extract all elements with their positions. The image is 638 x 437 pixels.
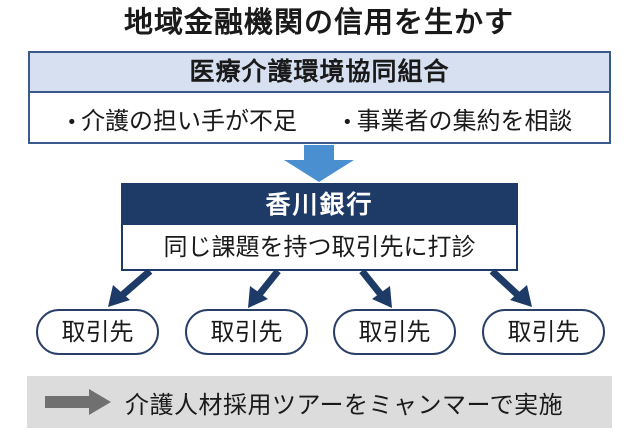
- issue-item: •介護の担い手が不足: [66, 101, 297, 136]
- client-arrows: [108, 268, 532, 308]
- down-arrow-icon: [284, 145, 354, 182]
- arrow-to-client-3: [359, 268, 385, 299]
- client-node-1: 取引先: [36, 309, 159, 355]
- cooperative-name: 医療介護環境協同組合: [30, 53, 609, 93]
- client-node-2: 取引先: [185, 309, 308, 355]
- arrowhead-icon: [108, 285, 130, 307]
- client-node-3: 取引先: [333, 309, 456, 355]
- arrowhead-icon: [372, 286, 392, 308]
- arrow-to-client-1: [117, 268, 153, 300]
- bank-box: 香川銀行 同じ課題を持つ取引先に打診: [121, 183, 518, 271]
- bullet-icon: •: [66, 111, 78, 133]
- issue-text: 事業者の集約を相談: [356, 107, 573, 135]
- client-node-4: 取引先: [482, 309, 605, 355]
- cooperative-box: 医療介護環境協同組合 •介護の担い手が不足 •事業者の集約を相談: [28, 51, 611, 144]
- issue-text: 介護の担い手が不足: [81, 107, 298, 135]
- bank-description: 同じ課題を持つ取引先に打診: [163, 233, 476, 261]
- diagram-title: 地域金融機関の信用を生かす: [123, 5, 514, 39]
- result-banner: 介護人材採用ツアーをミャンマーで実施: [27, 376, 612, 428]
- cooperative-issues: •介護の担い手が不足 •事業者の集約を相談: [30, 93, 609, 144]
- bullet-icon: •: [341, 111, 353, 133]
- arrowhead-icon: [248, 286, 268, 308]
- bank-name: 香川銀行: [123, 185, 516, 225]
- issue-item: •事業者の集約を相談: [342, 101, 573, 136]
- right-arrow-icon: [45, 389, 111, 415]
- arrowhead-icon: [510, 285, 532, 307]
- result-text: 介護人材採用ツアーをミャンマーで実施: [125, 390, 564, 419]
- arrow-to-client-2: [255, 268, 281, 299]
- arrow-to-client-4: [489, 268, 523, 300]
